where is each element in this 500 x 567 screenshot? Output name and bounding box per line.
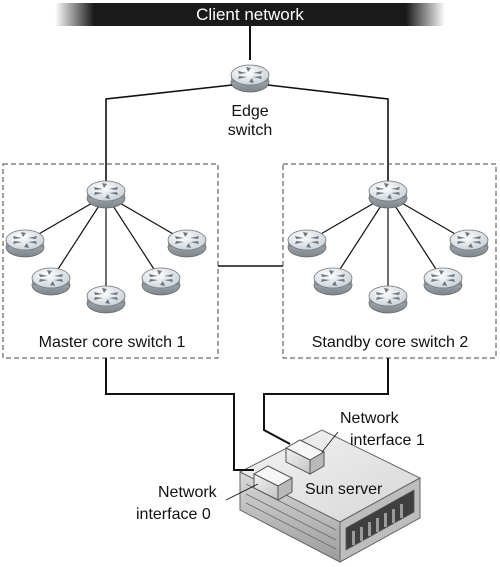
standby-router-icon bbox=[313, 267, 353, 296]
sun-server-icon bbox=[238, 429, 422, 563]
master-core-label: Master core switch 1 bbox=[39, 334, 186, 351]
edge-switch-router-icon bbox=[230, 64, 270, 93]
network-interface-0-icon bbox=[252, 465, 294, 501]
edge-to-standby-link bbox=[267, 84, 389, 189]
master-router-icon bbox=[5, 229, 45, 258]
nic1-label-1: Network bbox=[340, 410, 400, 427]
standby-core-label: Standby core switch 2 bbox=[312, 334, 469, 351]
master-core-box bbox=[2, 163, 219, 359]
network-interface-1-icon bbox=[284, 439, 326, 475]
master-router-icon bbox=[86, 285, 126, 314]
standby-router-icon bbox=[368, 285, 408, 314]
standby-to-nic1-cable bbox=[263, 358, 389, 445]
nic0-label-1: Network bbox=[158, 484, 218, 501]
client-network-label: Client network bbox=[196, 5, 304, 24]
standby-router-icon bbox=[287, 229, 327, 258]
nic0-label-2: interface 0 bbox=[136, 506, 211, 523]
standby-core-box bbox=[282, 163, 497, 359]
master-router-icon bbox=[167, 229, 207, 258]
edge-switch-label-2: switch bbox=[228, 122, 272, 139]
edge-to-master-link bbox=[105, 84, 233, 189]
master-to-nic0-cable bbox=[105, 358, 254, 471]
sun-server-label: Sun server bbox=[305, 481, 383, 498]
master-router-icon bbox=[31, 267, 71, 296]
standby-router-icon bbox=[449, 229, 489, 258]
edge-switch-label-1: Edge bbox=[231, 103, 268, 120]
client-network-banner bbox=[55, 3, 445, 26]
nic1-leader bbox=[321, 431, 339, 453]
master-top-router-icon bbox=[86, 180, 126, 209]
standby-top-router-icon bbox=[368, 180, 408, 209]
master-router-icon bbox=[141, 267, 181, 296]
nic0-leader bbox=[225, 483, 259, 501]
nic1-label-2: interface 1 bbox=[350, 432, 425, 449]
standby-router-icon bbox=[423, 267, 463, 296]
